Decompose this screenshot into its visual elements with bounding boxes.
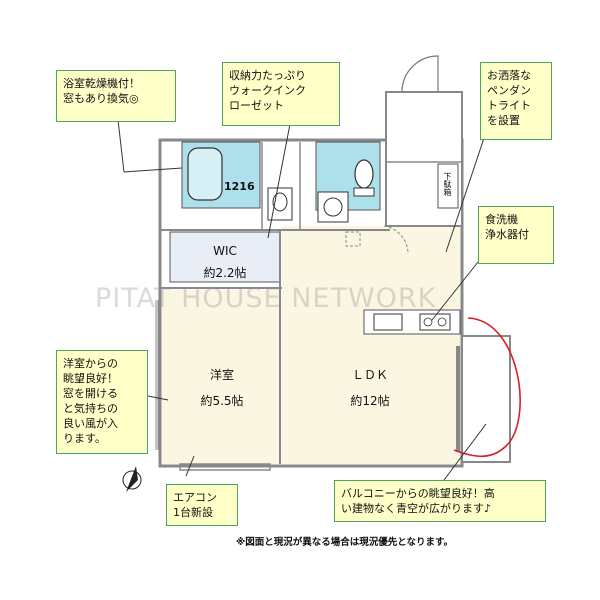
note-aircon: エアコン 1台新設	[166, 484, 238, 526]
note-western-room: 洋室からの 眺望良好！ 窓を開ける と気持ちの 良い風が入 ります。	[56, 350, 148, 454]
wic-size: 約2.2帖	[203, 266, 247, 280]
disclaimer: ※図面と現況が異なる場合は現況優先となります。	[236, 537, 454, 548]
western-room-floor	[162, 290, 280, 464]
note-pendant-light: お洒落な ペンダン トライト を設置	[480, 62, 552, 140]
bath-unit-label: 1216	[224, 180, 255, 193]
watermark: PITAT HOUSE NETWORK	[95, 283, 437, 314]
ldk-size: 約12帖	[350, 394, 390, 408]
wic-floor	[169, 231, 281, 283]
note-bathroom: 浴室乾燥機付！ 窓もあり換気◎	[56, 70, 176, 122]
ldk-floor	[282, 226, 460, 464]
bathtub-icon	[187, 147, 223, 201]
shoe-box	[437, 163, 459, 209]
balcony	[461, 335, 511, 463]
shoe-box-label: 下駄箱	[443, 172, 452, 196]
western-room-name: 洋室	[209, 368, 234, 382]
entrance-door-swing	[401, 55, 439, 93]
kitchen-sink-icon	[373, 313, 403, 331]
north-arrow-icon	[122, 466, 142, 492]
ldk-label: ＬＤＫ 約12帖	[330, 362, 410, 414]
balcony-highlight-mark	[453, 317, 521, 458]
ldk-name: ＬＤＫ	[351, 368, 388, 382]
washing-machine-icon	[317, 191, 349, 223]
note-wic: 収納力たっぷり ウォークインク ローゼット	[222, 62, 340, 126]
toilet-icon	[354, 159, 374, 189]
western-room-size: 約5.5帖	[200, 394, 244, 408]
wic-name: WIC	[213, 244, 237, 258]
note-balcony: バルコニーからの眺望良好！高 い建物なく青空が広がります♪	[334, 480, 546, 522]
western-room-label: 洋室 約5.5帖	[186, 362, 258, 414]
note-dishwasher: 食洗機 浄水器付	[478, 206, 554, 264]
wic-label: WIC 約2.2帖	[190, 240, 260, 284]
